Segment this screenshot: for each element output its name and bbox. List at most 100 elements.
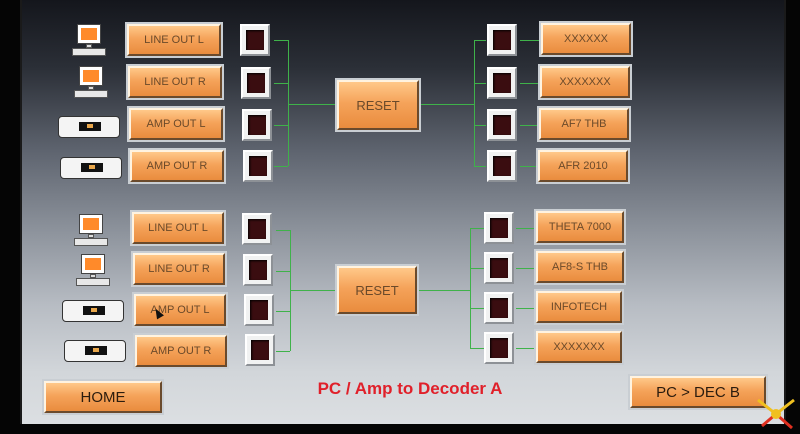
indicator-lamp [249, 156, 267, 176]
wire [516, 308, 536, 309]
output-button-a-4[interactable]: AFR 2010 [538, 150, 628, 182]
monitor-stand [86, 44, 92, 48]
computer-base [72, 48, 106, 56]
monitor-shape [77, 24, 101, 44]
wire [418, 290, 470, 291]
input-indicator[interactable] [243, 150, 273, 182]
wire [420, 104, 474, 105]
wire [516, 348, 536, 349]
monitor-stand [88, 234, 94, 238]
output-indicator[interactable] [487, 24, 517, 56]
wire [274, 166, 288, 167]
computer-icon [72, 214, 112, 250]
output-indicator[interactable] [487, 67, 517, 99]
output-button-a-2[interactable]: XXXXXXX [540, 66, 630, 98]
wire [276, 230, 290, 231]
indicator-lamp [493, 30, 511, 50]
computer-base [74, 90, 108, 98]
output-button-b-4[interactable]: XXXXXXX [536, 331, 622, 363]
reset-button-a[interactable]: RESET [337, 80, 419, 130]
indicator-lamp [248, 219, 266, 239]
next-page-button[interactable]: PC > DEC B [630, 376, 766, 408]
output-indicator[interactable] [484, 332, 514, 364]
output-indicator[interactable] [484, 292, 514, 324]
amplifier-icon [60, 157, 122, 179]
input-indicator[interactable] [241, 67, 271, 99]
output-indicator[interactable] [484, 212, 514, 244]
monitor-screen [81, 28, 97, 40]
indicator-lamp [493, 156, 511, 176]
computer-icon [74, 254, 114, 290]
wire [520, 125, 540, 126]
watermark-logo-icon [757, 398, 795, 430]
monitor-screen [85, 258, 101, 270]
wire [276, 271, 290, 272]
input-button-amp-out-r-a[interactable]: AMP OUT R [130, 150, 224, 182]
input-button-line-out-l-a[interactable]: LINE OUT L [127, 24, 221, 56]
input-indicator[interactable] [242, 109, 272, 141]
input-indicator[interactable] [242, 213, 272, 245]
wire [520, 40, 540, 41]
output-indicator[interactable] [487, 109, 517, 141]
wire [474, 166, 486, 167]
home-button[interactable]: HOME [44, 381, 162, 413]
monitor-shape [81, 254, 105, 274]
computer-base [74, 238, 108, 246]
indicator-lamp [249, 260, 267, 280]
page-title: PC / Amp to Decoder A [317, 379, 503, 398]
input-button-line-out-l-b[interactable]: LINE OUT L [132, 212, 224, 244]
indicator-lamp [490, 258, 508, 278]
wire [520, 166, 540, 167]
amplifier-icon [64, 340, 126, 362]
output-button-b-2[interactable]: AF8-S THB [536, 251, 624, 283]
input-button-amp-out-l-b[interactable]: AMP OUT L [134, 294, 226, 326]
input-indicator[interactable] [244, 294, 274, 326]
indicator-lamp [250, 300, 268, 320]
wire [470, 348, 484, 349]
indicator-lamp [251, 340, 269, 360]
indicator-lamp [493, 73, 511, 93]
output-button-a-3[interactable]: AF7 THB [539, 108, 629, 140]
output-indicator[interactable] [484, 252, 514, 284]
input-button-amp-out-r-b[interactable]: AMP OUT R [135, 335, 227, 367]
wire [274, 125, 288, 126]
output-button-b-3[interactable]: INFOTECH [536, 291, 622, 323]
wire [516, 268, 536, 269]
amplifier-icon [58, 116, 120, 138]
wire [474, 125, 486, 126]
input-button-amp-out-l-a[interactable]: AMP OUT L [129, 108, 223, 140]
indicator-lamp [490, 338, 508, 358]
wire [516, 228, 536, 229]
output-button-b-1[interactable]: THETA 7000 [536, 211, 624, 243]
computer-base [76, 278, 110, 286]
wire [470, 228, 471, 348]
monitor-stand [88, 86, 94, 90]
reset-button-b[interactable]: RESET [337, 266, 417, 314]
amp-led [87, 124, 93, 128]
wire [470, 308, 484, 309]
wire [274, 83, 288, 84]
indicator-lamp [247, 73, 265, 93]
indicator-lamp [493, 115, 511, 135]
input-indicator[interactable] [243, 254, 273, 286]
wire [474, 40, 486, 41]
input-button-line-out-r-a[interactable]: LINE OUT R [128, 66, 222, 98]
monitor-stand [90, 274, 96, 278]
input-indicator[interactable] [240, 24, 270, 56]
monitor-shape [79, 214, 103, 234]
indicator-lamp [248, 115, 266, 135]
wire [274, 40, 288, 41]
wire [474, 40, 475, 166]
output-button-a-1[interactable]: XXXXXX [541, 23, 631, 55]
wire [288, 40, 289, 166]
output-indicator[interactable] [487, 150, 517, 182]
indicator-lamp [246, 30, 264, 50]
computer-icon [70, 24, 110, 60]
amp-led [89, 165, 95, 169]
wire [470, 228, 484, 229]
wire [288, 104, 336, 105]
computer-icon [72, 66, 112, 102]
input-indicator[interactable] [245, 334, 275, 366]
wire [474, 83, 486, 84]
input-button-line-out-r-b[interactable]: LINE OUT R [133, 253, 225, 285]
